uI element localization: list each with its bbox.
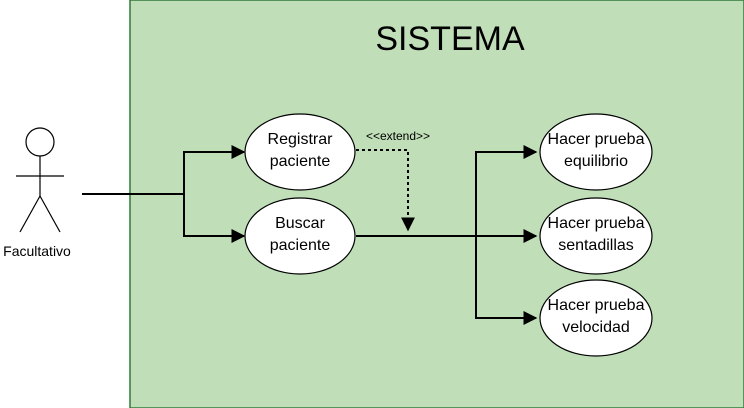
- use-case-hacer-prueba-sentadillas[interactable]: Hacer prueba sentadillas: [539, 197, 653, 275]
- use-case-ellipse: [539, 279, 653, 357]
- assoc-equilibrio: [475, 145, 538, 236]
- use-case-registrar-paciente[interactable]: Registrar paciente: [244, 113, 356, 191]
- system-boundary: [129, 0, 744, 408]
- use-case-ellipse: [539, 197, 653, 275]
- use-case-label-line2: equilibrio: [564, 153, 628, 170]
- use-case-label-line1: Hacer prueba: [548, 215, 645, 232]
- actor-label: Facultativo: [3, 243, 71, 259]
- use-case-ellipse: [539, 113, 653, 191]
- actor-left-leg: [19, 195, 41, 233]
- use-case-label-line2: paciente: [270, 153, 331, 170]
- use-case-ellipse: [244, 113, 356, 191]
- use-case-hacer-prueba-velocidad[interactable]: Hacer prueba velocidad: [539, 279, 653, 357]
- system-title: SISTEMA: [375, 20, 525, 58]
- use-case-buscar-paciente[interactable]: Buscar paciente: [244, 197, 356, 275]
- use-case-label-line2: sentadillas: [558, 237, 634, 254]
- assoc-velocidad: [475, 236, 538, 325]
- use-case-label-line1: Hacer prueba: [548, 131, 645, 148]
- use-case-label-line2: velocidad: [562, 319, 630, 336]
- extend-label: <<extend>>: [366, 129, 430, 143]
- actor-head: [25, 127, 55, 157]
- use-case-label-line2: paciente: [270, 237, 331, 254]
- use-case-hacer-prueba-equilibrio[interactable]: Hacer prueba equilibrio: [539, 113, 653, 191]
- assoc-registrar: [183, 145, 246, 194]
- actor-facultativo: Facultativo: [3, 127, 71, 259]
- use-case-label-line1: Hacer prueba: [548, 297, 645, 314]
- use-case-ellipse: [244, 197, 356, 275]
- use-case-label-line1: Buscar: [275, 215, 325, 232]
- actor-right-leg: [39, 195, 61, 233]
- use-case-label-line1: Registrar: [268, 131, 334, 148]
- assoc-buscar: [183, 194, 246, 243]
